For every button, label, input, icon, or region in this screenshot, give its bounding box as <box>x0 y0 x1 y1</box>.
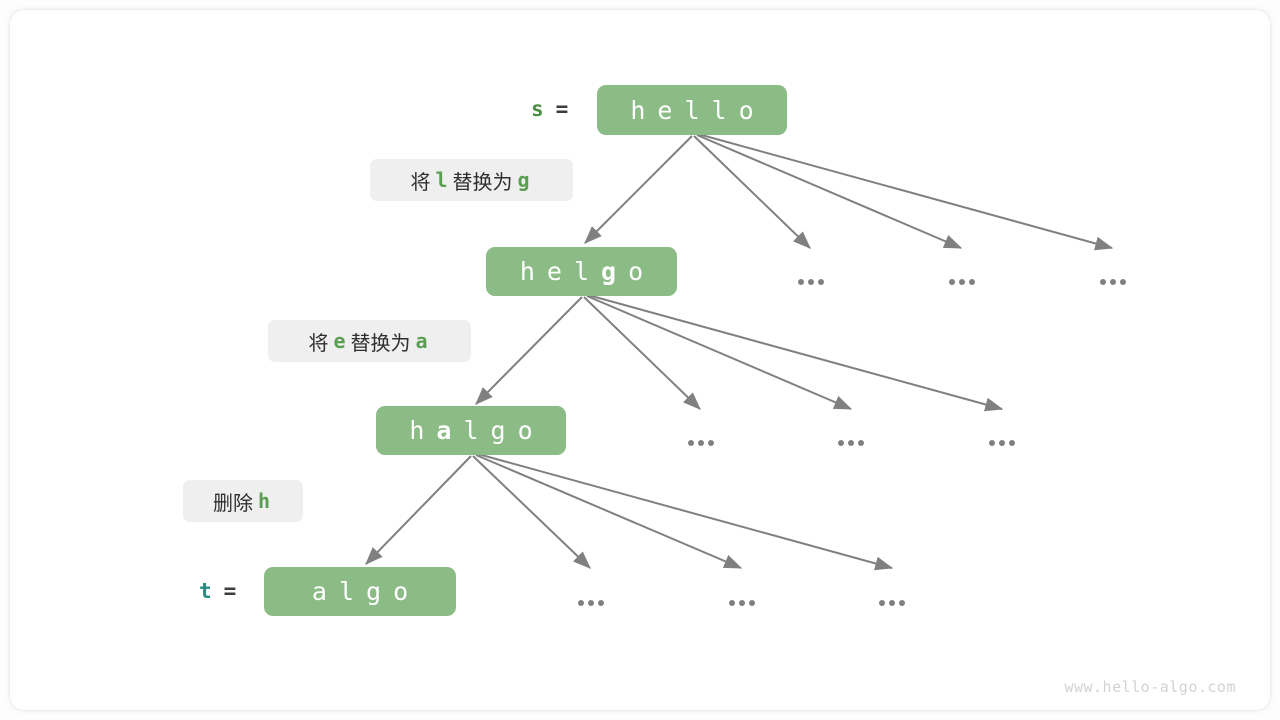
ellipsis-dot <box>949 279 955 285</box>
ellipsis-dot <box>739 600 745 606</box>
ellipsis-marker <box>798 279 824 285</box>
ellipsis-dot <box>578 600 584 606</box>
edge-arrow <box>587 294 1004 412</box>
equals-sign: = <box>223 579 237 603</box>
ellipsis-dot <box>818 279 824 285</box>
string-char: o <box>738 95 754 125</box>
edge-arrow <box>472 455 591 569</box>
edge-arrow <box>696 134 963 249</box>
ellipsis-marker <box>949 279 975 285</box>
ellipsis-dot <box>808 279 814 285</box>
operation-text: 删除 <box>212 490 253 515</box>
string-char-highlighted: a <box>436 416 452 445</box>
string-char: l <box>684 95 700 125</box>
string-char: h <box>409 416 425 445</box>
operation-text: 将 <box>308 330 329 355</box>
ellipsis-marker <box>989 440 1015 446</box>
ellipsis-marker <box>729 600 755 606</box>
edge-arrow <box>693 135 811 249</box>
ellipsis-dot <box>969 279 975 285</box>
ellipsis-marker <box>879 600 905 606</box>
string-char: o <box>628 257 644 286</box>
ellipsis-dot <box>749 600 755 606</box>
ellipsis-dot <box>598 600 604 606</box>
string-char: l <box>573 257 590 286</box>
ellipsis-dot <box>999 440 1005 446</box>
ellipsis-dot <box>838 440 844 446</box>
ellipsis-dot <box>1009 440 1015 446</box>
operation-char: e <box>333 329 346 353</box>
operation-text: 将 <box>410 169 431 194</box>
ellipsis-dot <box>729 600 735 606</box>
ellipsis-dot <box>899 600 905 606</box>
watermark: www.hello-algo.com <box>1064 678 1236 696</box>
variable-label: t= <box>199 579 236 603</box>
ellipsis-dot <box>798 279 804 285</box>
ellipsis-dot <box>708 440 714 446</box>
string-char: e <box>657 95 673 125</box>
string-char: o <box>517 416 533 445</box>
string-char-highlighted: g <box>601 257 617 286</box>
operation-char: a <box>415 329 428 353</box>
ellipsis-marker <box>578 600 604 606</box>
edge-arrow <box>697 133 1114 251</box>
ellipsis-dot <box>1100 279 1106 285</box>
variable-label: s= <box>531 97 568 121</box>
operation-char: l <box>435 168 448 192</box>
edge-arrow <box>584 135 693 244</box>
ellipsis-marker <box>688 440 714 446</box>
ellipsis-marker <box>838 440 864 446</box>
operation-char: h <box>257 489 271 513</box>
ellipsis-dot <box>879 600 885 606</box>
operation-text: 替换为 <box>452 169 513 194</box>
ellipsis-dot <box>889 600 895 606</box>
string-char: h <box>630 95 646 125</box>
edge-arrow <box>475 296 583 405</box>
string-char: l <box>463 416 479 445</box>
equals-sign: = <box>555 97 569 121</box>
string-char: h <box>519 257 535 286</box>
variable-name: s <box>531 97 544 121</box>
ellipsis-dot <box>959 279 965 285</box>
ellipsis-dot <box>1120 279 1126 285</box>
string-char: a <box>311 577 327 606</box>
edge-arrow <box>477 453 894 571</box>
string-char: o <box>393 577 409 606</box>
variable-name: t <box>199 579 212 603</box>
string-char: l <box>338 577 354 606</box>
ellipsis-dot <box>1110 279 1116 285</box>
string-char: e <box>546 257 562 286</box>
edge-arrow <box>586 295 853 410</box>
operation-text: 替换为 <box>350 330 411 355</box>
ellipsis-dot <box>698 440 704 446</box>
operation-char: g <box>517 168 530 192</box>
ellipsis-marker <box>1100 279 1126 285</box>
edge-arrow <box>365 455 472 565</box>
ellipsis-dot <box>858 440 864 446</box>
ellipsis-dot <box>848 440 854 446</box>
string-char: l <box>711 95 727 125</box>
edge-arrow <box>583 296 701 410</box>
edge-arrow <box>475 454 743 569</box>
ellipsis-dot <box>588 600 594 606</box>
ellipsis-dot <box>989 440 995 446</box>
string-char: g <box>490 416 506 445</box>
ellipsis-dot <box>688 440 694 446</box>
string-char: g <box>366 577 382 606</box>
